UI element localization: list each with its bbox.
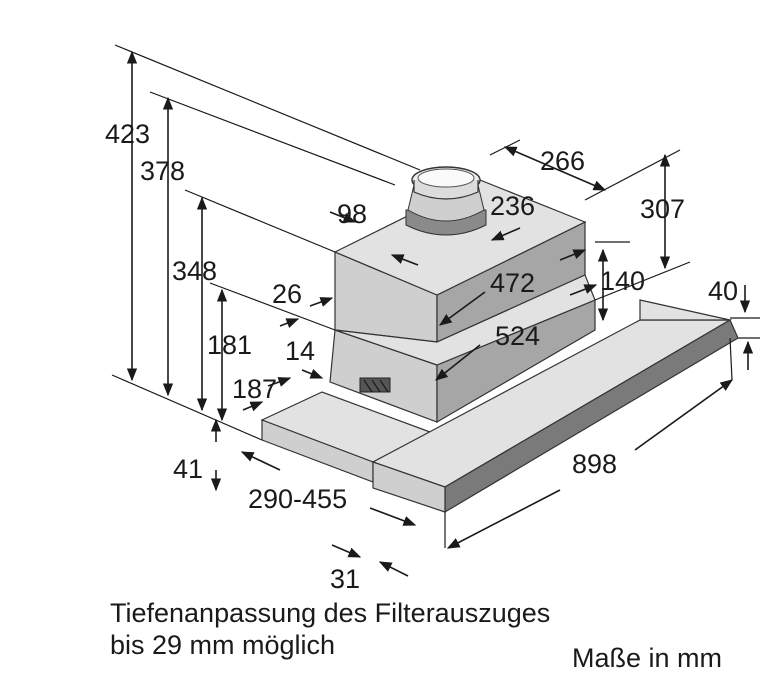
dimension-lines <box>126 50 754 577</box>
dim-378: 378 <box>140 156 185 186</box>
dim-472: 472 <box>490 268 535 298</box>
dim-348: 348 <box>172 256 217 286</box>
hood-body <box>260 179 739 514</box>
dimension-labels: 423 378 348 181 187 98 26 14 41 290-455 … <box>105 119 738 594</box>
dim-140: 140 <box>600 266 645 296</box>
caption-line-1: Tiefenanpassung des Filterauszuges <box>110 598 551 628</box>
dim-26: 26 <box>272 279 302 309</box>
extension-lines <box>111 44 760 548</box>
duct-collar <box>405 166 487 236</box>
dim-898: 898 <box>572 449 617 479</box>
dim-524: 524 <box>495 321 540 351</box>
dim-307: 307 <box>640 194 685 224</box>
dim-181: 181 <box>207 330 252 360</box>
caption-line-2: bis 29 mm möglich <box>110 630 336 660</box>
dim-266: 266 <box>540 146 585 176</box>
dim-187: 187 <box>232 374 277 404</box>
dim-31: 31 <box>330 564 360 594</box>
dim-290-455: 290-455 <box>248 484 347 514</box>
dim-40: 40 <box>708 276 738 306</box>
units-note: Maße in mm <box>572 643 723 673</box>
dim-423: 423 <box>105 119 150 149</box>
dim-14: 14 <box>285 336 315 366</box>
dim-41: 41 <box>173 454 203 484</box>
dim-236: 236 <box>490 191 535 221</box>
dim-98: 98 <box>337 199 367 229</box>
